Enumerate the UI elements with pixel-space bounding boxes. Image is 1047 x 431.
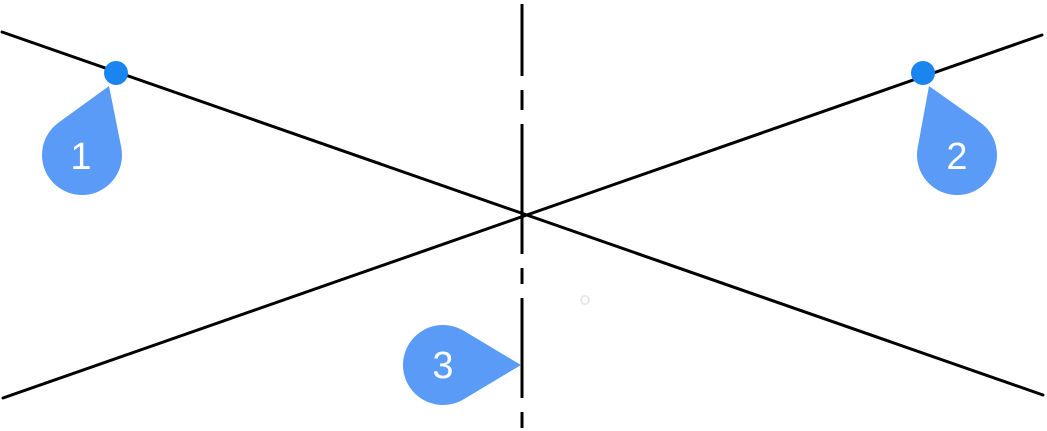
marker-3[interactable]: 3	[402, 325, 521, 405]
marker-3-label: 3	[432, 345, 453, 387]
marker-2-teardrop[interactable]	[917, 86, 998, 196]
marker-2[interactable]: 2	[911, 61, 998, 196]
marker-3-teardrop[interactable]	[402, 325, 521, 405]
faint-ring-artifact	[580, 295, 590, 305]
marker-1-anchor-dot[interactable]	[104, 61, 128, 85]
line-group	[0, 4, 1045, 428]
marker-1-teardrop[interactable]	[41, 86, 122, 195]
marker-2-label: 2	[946, 136, 967, 178]
marker-1[interactable]: 1	[41, 61, 128, 195]
marker-1-label: 1	[70, 136, 91, 178]
marker-2-anchor-dot[interactable]	[911, 61, 935, 85]
